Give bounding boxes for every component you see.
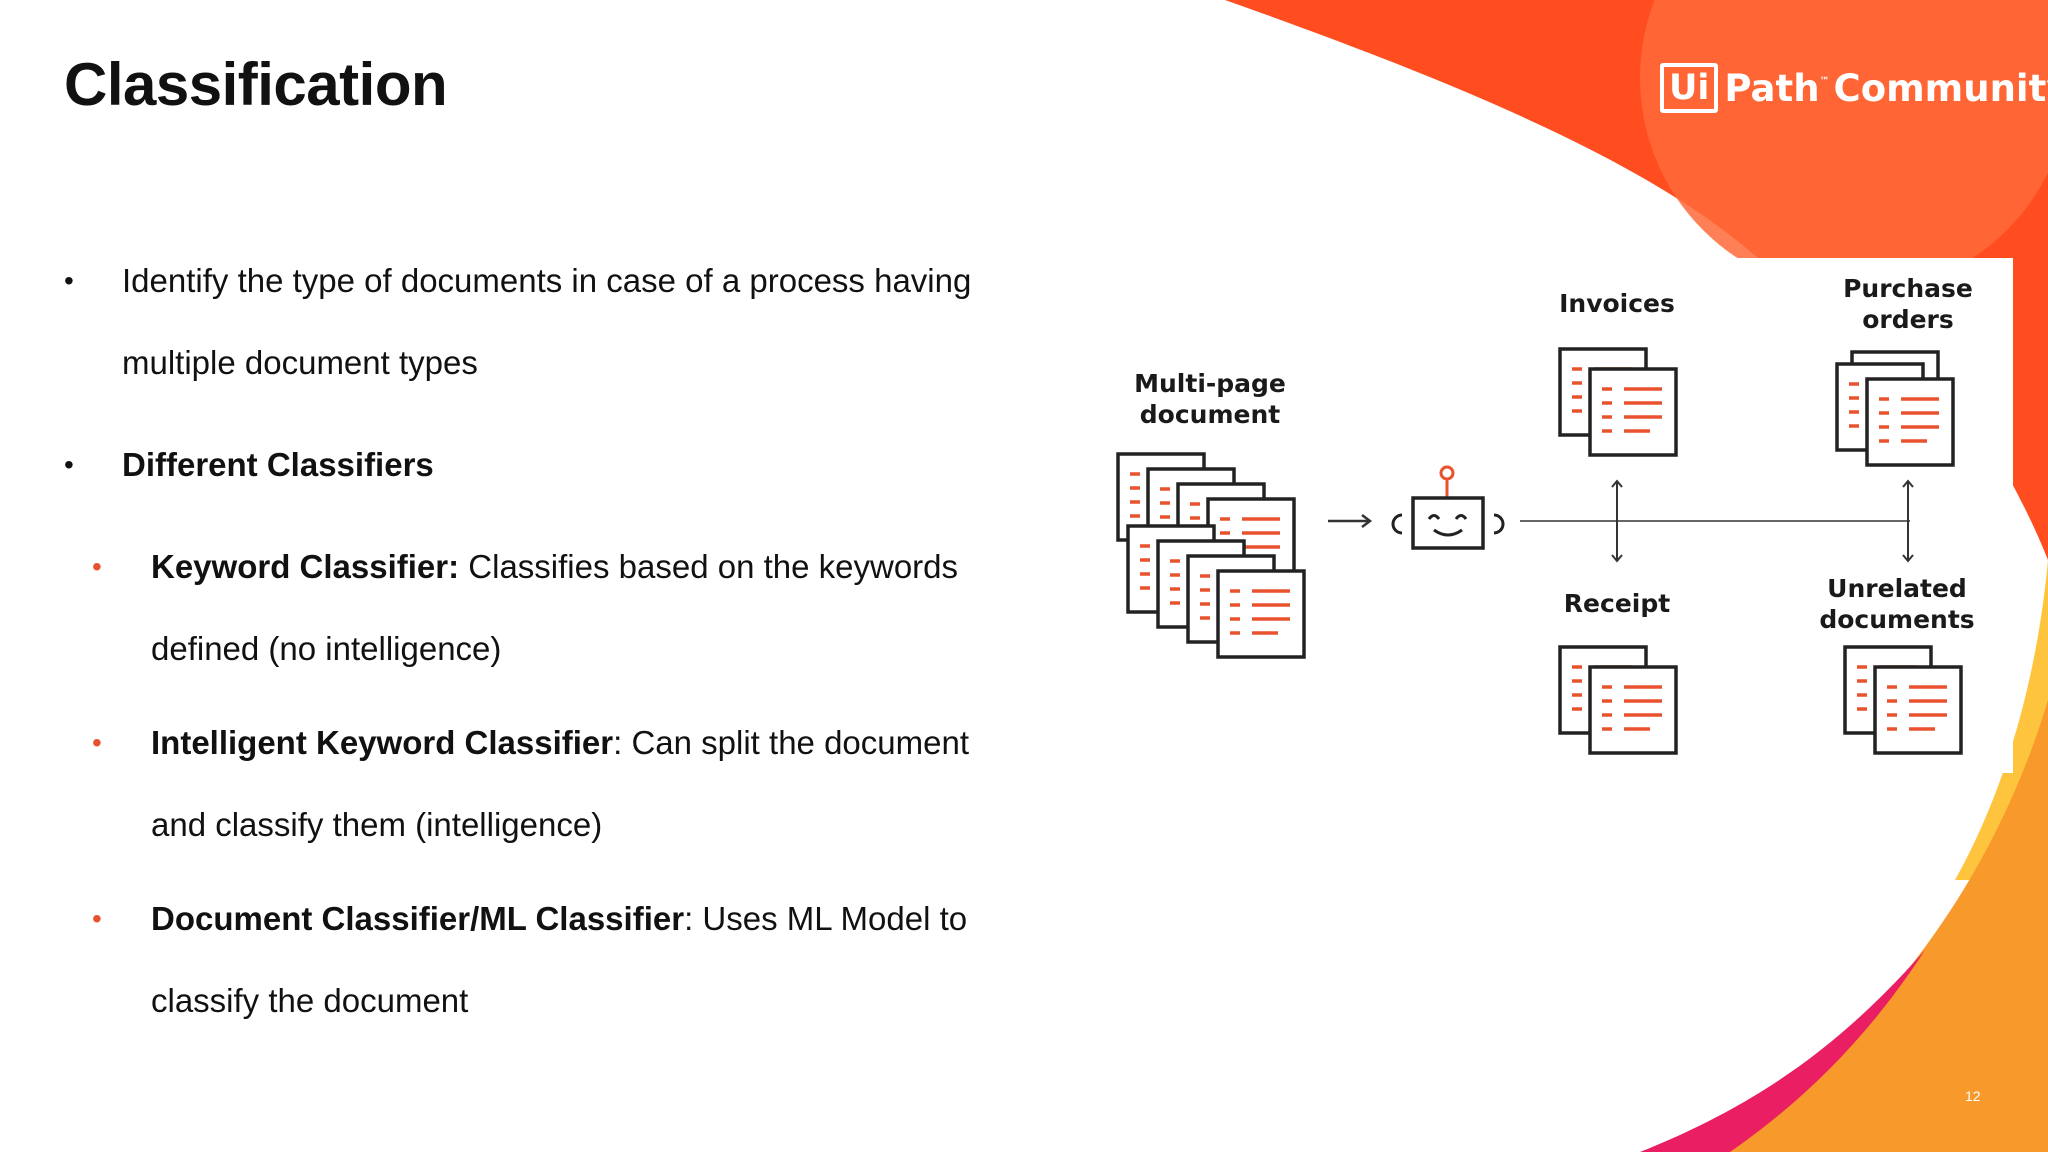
logo-suffix: Community (1833, 66, 2048, 110)
logo-name: Path (1724, 66, 1820, 110)
logo-box: Ui (1660, 63, 1719, 113)
purchase-orders-document-icon (1835, 350, 1955, 467)
orange-swoosh-bottom (1705, 700, 2048, 1152)
sub-bullet-bold-text: Keyword Classifier: (151, 548, 460, 585)
receipt-document-icon (1558, 645, 1678, 755)
bullet-dot: • (92, 903, 102, 934)
sub-bullet-item: • Keyword Classifier: Classifies based o… (64, 526, 1024, 690)
bullet-list: • Identify the type of documents in case… (64, 240, 1024, 1054)
pink-swoosh (1640, 950, 1925, 1152)
sub-bullet-item: • Document Classifier/ML Classifier: Use… (64, 878, 1024, 1042)
classification-diagram: Multi-page document Invoices Purchase or… (1100, 255, 2020, 785)
orange-circle (1640, 0, 2048, 293)
connector-lines (1520, 479, 1914, 563)
multi-page-document-icon (1116, 452, 1306, 659)
robot-icon (1391, 465, 1505, 550)
bullet-bold-text: Different Classifiers (122, 446, 434, 483)
sub-bullet-item: • Intelligent Keyword Classifier: Can sp… (64, 702, 1024, 866)
bullet-text: Identify the type of documents in case o… (122, 262, 972, 381)
sub-bullet-bold-text: Document Classifier/ML Classifier (151, 900, 685, 937)
invoices-label: Invoices (1559, 289, 1675, 318)
uipath-community-logo: Ui Path ™ Community (1660, 62, 2048, 114)
invoices-document-icon (1558, 347, 1678, 457)
sub-bullet-text: Classifies based on the keywords defined… (151, 548, 959, 667)
page-number: 12 (1965, 1088, 1981, 1104)
diagram-graphics (1116, 347, 1963, 755)
unrelated-documents-label: Unrelated documents (1819, 574, 1975, 634)
sub-bullet-text: : Uses ML Model to classify the document (151, 900, 968, 1019)
logo-trademark: ™ (1819, 75, 1830, 87)
slide-title: Classification (64, 51, 448, 118)
bullet-item: • Different Classifiers (64, 424, 1024, 506)
purchase-orders-label: Purchase orders (1843, 274, 1973, 334)
receipt-label: Receipt (1563, 589, 1671, 618)
sub-bullet-bold-text: Intelligent Keyword Classifier (151, 724, 614, 761)
bullet-item: • Identify the type of documents in case… (64, 240, 1024, 404)
sub-bullet-text: : Can split the document and classify th… (151, 724, 969, 843)
bullet-dot: • (92, 727, 102, 758)
bullet-dot: • (64, 449, 74, 480)
multi-page-document-label: Multi-page document (1134, 369, 1286, 429)
unrelated-documents-icon (1843, 645, 1963, 755)
arrow-right-icon (1328, 514, 1373, 528)
bullet-dot: • (92, 551, 102, 582)
bullet-dot: • (64, 265, 74, 296)
